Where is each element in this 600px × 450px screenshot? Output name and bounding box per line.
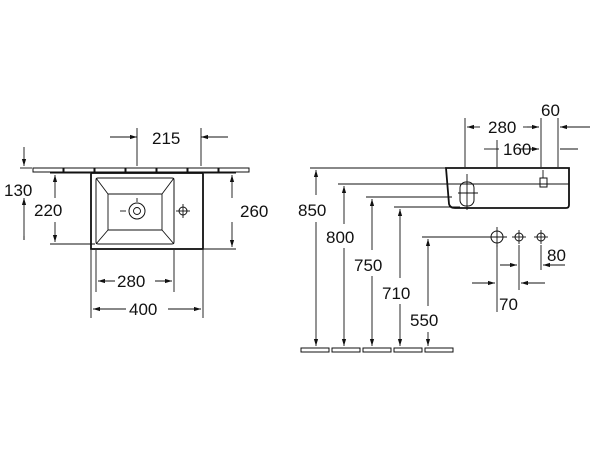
basin-bowl: [95, 177, 175, 245]
dim-side-60: 60: [541, 101, 560, 120]
side-floor: [300, 347, 454, 353]
dim-side-280: 280: [488, 118, 516, 137]
dim-side-70: 70: [499, 295, 518, 314]
dim-side-160: 160: [503, 140, 531, 159]
waste-icon: [458, 174, 478, 210]
dim-front-260: 260: [240, 202, 268, 221]
dim-side-750: 750: [354, 256, 382, 275]
dim-front-215: 215: [152, 129, 180, 148]
basin-side-outline: [445, 167, 570, 209]
dim-side-850: 850: [298, 201, 326, 220]
side-view: 850 800 750 710 550 2: [298, 101, 590, 353]
dim-side-80: 80: [547, 246, 566, 265]
dim-front-280: 280: [117, 272, 145, 291]
tap-icon: [539, 170, 548, 188]
connection-symbols: [487, 227, 548, 247]
dim-front-130: 130: [4, 181, 32, 200]
drain-icon: [128, 202, 146, 220]
dim-side-710: 710: [382, 284, 410, 303]
front-view: 215 130 220 260 280 400: [4, 128, 268, 319]
dim-front-220: 220: [34, 201, 62, 220]
dim-side-800: 800: [326, 228, 354, 247]
tap-hole-icon: [176, 204, 190, 218]
dim-front-400: 400: [129, 300, 157, 319]
dim-side-550: 550: [410, 311, 438, 330]
front-counter: [32, 167, 250, 173]
